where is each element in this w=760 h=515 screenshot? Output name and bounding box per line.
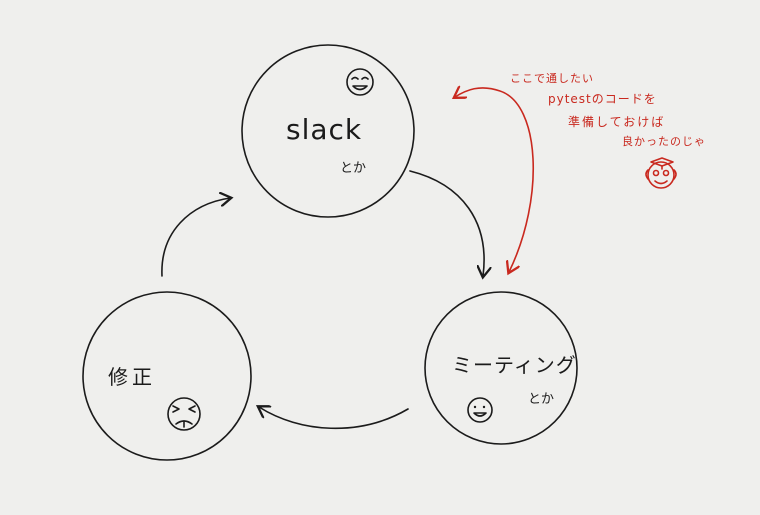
node-fix-circle — [82, 291, 252, 461]
node-fix-label: 修正 — [108, 365, 156, 389]
node-meeting-sublabel: とか — [528, 392, 554, 407]
annotation-line-4: 良かったのじゃ — [622, 134, 706, 148]
arrow-fix-to-slack — [161, 198, 230, 277]
node-slack-circle — [241, 44, 415, 218]
node-slack-label: slack — [286, 113, 362, 146]
node-meeting-label: ミーティング — [452, 353, 577, 377]
node-slack-sublabel: とか — [340, 161, 366, 176]
smiling-face-icon — [467, 397, 493, 423]
smiling-face-icon — [346, 68, 374, 96]
annotation-line-1: ここで通したい — [510, 72, 594, 85]
annotation-line-3: 準備しておけば — [568, 114, 665, 129]
node-fix: 修正 — [82, 291, 252, 461]
old-man-face-icon — [645, 157, 677, 189]
annotation-note: ここで通したい pytestのコードを 準備しておけば 良かったのじゃ — [510, 72, 706, 148]
frustrated-face-icon — [167, 397, 201, 431]
node-meeting: ミーティング とか — [424, 291, 578, 445]
node-meeting-circle — [424, 291, 578, 445]
node-slack: slack とか — [241, 44, 415, 218]
arrow-red-annotation — [455, 88, 535, 272]
annotation-line-2: pytestのコードを — [548, 92, 657, 106]
arrow-meeting-to-fix — [259, 407, 409, 430]
arrow-slack-to-meeting — [409, 170, 484, 276]
